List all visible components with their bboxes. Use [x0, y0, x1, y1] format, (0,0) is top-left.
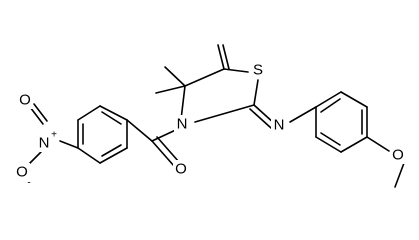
- imine-group: N: [249, 104, 317, 134]
- ring-nitrogen-label: N: [177, 116, 188, 133]
- nitro-oxygen-top-label: O: [19, 92, 31, 109]
- imine-nitrogen-label: N: [274, 117, 285, 134]
- thiazolidine-ring: N S: [155, 44, 266, 133]
- nitrophenyl-ring: [77, 105, 128, 164]
- nitro-nitrogen-label: N: [39, 135, 50, 152]
- methoxyphenyl-ring: O: [315, 91, 406, 188]
- nitro-oxygen-charge: -: [27, 178, 30, 189]
- ring-sulfur-label: S: [253, 62, 263, 79]
- carbonyl-oxygen-label: O: [175, 161, 187, 178]
- structure-canvas: N + O O - O: [14, 44, 406, 189]
- molecule-drawing: N + O O - O: [14, 44, 406, 189]
- methoxy-oxygen-label: O: [392, 147, 404, 164]
- nitro-oxygen-bottom-label: O: [16, 164, 28, 181]
- nitro-group: N + O O -: [14, 91, 79, 189]
- nitro-nitrogen-charge: +: [51, 130, 57, 141]
